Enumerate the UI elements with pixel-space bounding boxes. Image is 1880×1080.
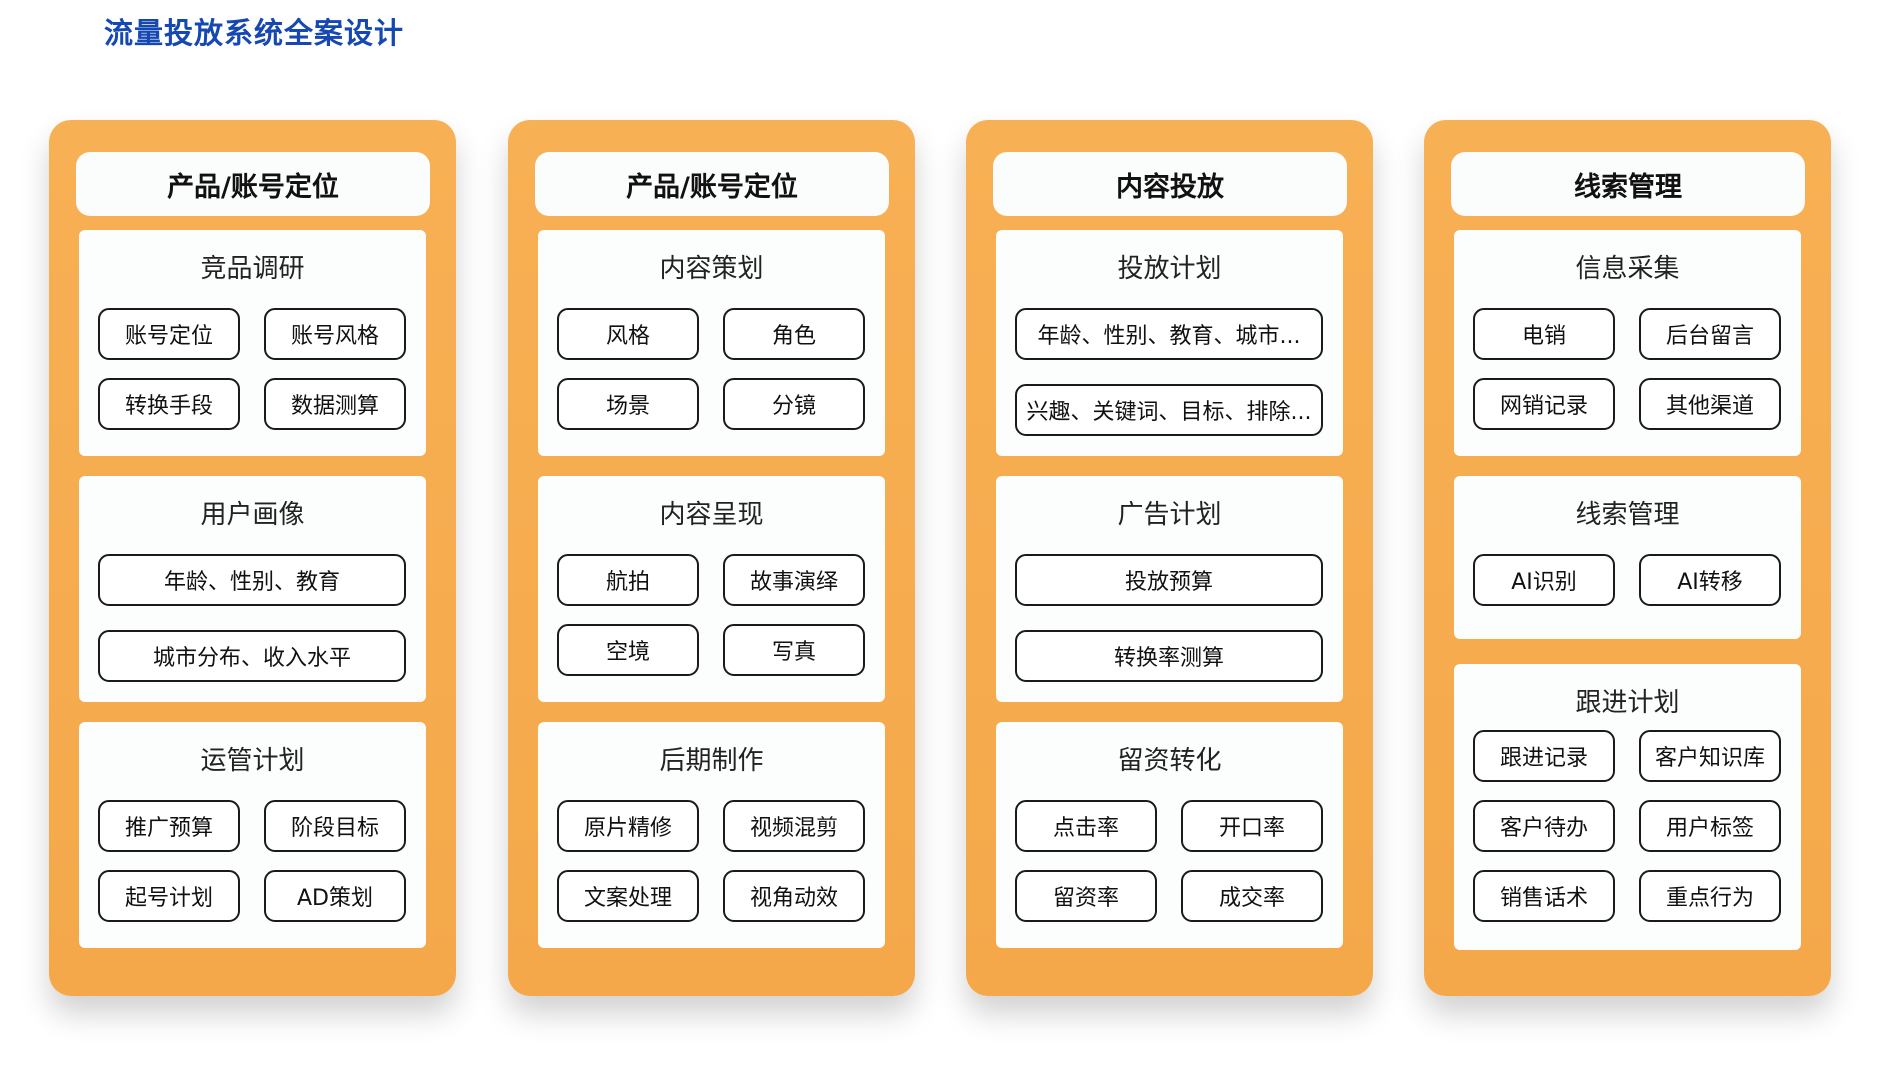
- page-title: 流量投放系统全案设计: [104, 16, 405, 50]
- item-grid: 年龄、性别、教育城市分布、收入水平: [98, 554, 407, 682]
- item-pill: 视频混剪: [723, 800, 865, 852]
- item-pill: 开口率: [1181, 800, 1323, 852]
- item-grid: 航拍故事演绎空境写真: [557, 554, 866, 676]
- item-pill: 客户知识库: [1639, 730, 1781, 782]
- column-header: 内容投放: [993, 152, 1347, 216]
- item-pill: 点击率: [1015, 800, 1157, 852]
- section-card: 内容呈现航拍故事演绎空境写真: [538, 476, 885, 702]
- section-title: 跟进计划: [1575, 688, 1680, 718]
- item-pill: 故事演绎: [723, 554, 865, 606]
- item-pill: 写真: [723, 624, 865, 676]
- item-pill: 后台留言: [1639, 308, 1781, 360]
- item-pill: 用户标签: [1639, 800, 1781, 852]
- section-title: 竞品调研: [200, 254, 305, 284]
- item-pill: 跟进记录: [1473, 730, 1615, 782]
- section-title: 运管计划: [200, 746, 305, 776]
- item-pill: 角色: [723, 308, 865, 360]
- section-card: 用户画像年龄、性别、教育城市分布、收入水平: [79, 476, 426, 702]
- section-title: 内容呈现: [659, 500, 764, 530]
- item-grid: 风格角色场景分镜: [557, 308, 866, 430]
- item-pill: 推广预算: [98, 800, 240, 852]
- item-pill: 原片精修: [557, 800, 699, 852]
- item-pill: 空境: [557, 624, 699, 676]
- item-pill: 留资率: [1015, 870, 1157, 922]
- item-grid: 点击率开口率留资率成交率: [1015, 800, 1324, 922]
- item-grid: 投放预算转换率测算: [1015, 554, 1324, 682]
- item-pill: 销售话术: [1473, 870, 1615, 922]
- column-header: 产品/账号定位: [535, 152, 889, 216]
- section-title: 线索管理: [1575, 500, 1680, 530]
- section-card: 运管计划推广预算阶段目标起号计划 AD策划: [79, 722, 426, 948]
- section-card: 后期制作原片精修视频混剪文案处理视角动效: [538, 722, 885, 948]
- item-pill: 成交率: [1181, 870, 1323, 922]
- section-card: 线索管理 AI识别 AI转移: [1454, 476, 1801, 639]
- column-header: 线索管理: [1451, 152, 1805, 216]
- item-pill: AI识别: [1473, 554, 1615, 606]
- item-pill: 账号定位: [98, 308, 240, 360]
- section-title: 内容策划: [659, 254, 764, 284]
- item-pill: 航拍: [557, 554, 699, 606]
- item-pill: 场景: [557, 378, 699, 430]
- item-grid: 电销后台留言网销记录其他渠道: [1473, 308, 1782, 430]
- item-pill: 年龄、性别、教育、城市...: [1015, 308, 1323, 360]
- item-pill: 转换手段: [98, 378, 240, 430]
- section-card: 内容策划风格角色场景分镜: [538, 230, 885, 456]
- section-title: 广告计划: [1117, 500, 1222, 530]
- item-pill: 转换率测算: [1015, 630, 1323, 682]
- item-grid: AI识别 AI转移: [1473, 554, 1782, 606]
- section-title: 后期制作: [659, 746, 764, 776]
- item-pill: AD策划: [264, 870, 406, 922]
- item-pill: 起号计划: [98, 870, 240, 922]
- item-pill: 年龄、性别、教育: [98, 554, 406, 606]
- item-pill: 阶段目标: [264, 800, 406, 852]
- item-pill: 账号风格: [264, 308, 406, 360]
- section-card: 广告计划投放预算转换率测算: [996, 476, 1343, 702]
- column-3: 内容投放投放计划年龄、性别、教育、城市... 兴趣、关键词、目标、排除... 广告计…: [966, 120, 1373, 996]
- section-title: 用户画像: [200, 500, 305, 530]
- section-card: 竞品调研账号定位账号风格转换手段数据测算: [79, 230, 426, 456]
- section-card: 信息采集电销后台留言网销记录其他渠道: [1454, 230, 1801, 456]
- item-grid: 跟进记录客户知识库客户待办用户标签销售话术重点行为: [1473, 730, 1782, 922]
- section-title: 留资转化: [1117, 746, 1222, 776]
- item-grid: 原片精修视频混剪文案处理视角动效: [557, 800, 866, 922]
- item-pill: 数据测算: [264, 378, 406, 430]
- item-pill: 网销记录: [1473, 378, 1615, 430]
- section-card: 跟进计划跟进记录客户知识库客户待办用户标签销售话术重点行为: [1454, 664, 1801, 950]
- item-pill: AI转移: [1639, 554, 1781, 606]
- item-grid: 推广预算阶段目标起号计划 AD策划: [98, 800, 407, 922]
- item-pill: 风格: [557, 308, 699, 360]
- item-grid: 年龄、性别、教育、城市... 兴趣、关键词、目标、排除...: [1015, 308, 1324, 436]
- item-pill: 分镜: [723, 378, 865, 430]
- item-pill: 其他渠道: [1639, 378, 1781, 430]
- column-1: 产品/账号定位竞品调研账号定位账号风格转换手段数据测算用户画像年龄、性别、教育城…: [49, 120, 456, 996]
- item-pill: 重点行为: [1639, 870, 1781, 922]
- item-grid: 账号定位账号风格转换手段数据测算: [98, 308, 407, 430]
- section-card: 投放计划年龄、性别、教育、城市... 兴趣、关键词、目标、排除...: [996, 230, 1343, 456]
- column-header: 产品/账号定位: [76, 152, 430, 216]
- item-pill: 电销: [1473, 308, 1615, 360]
- column-2: 产品/账号定位内容策划风格角色场景分镜内容呈现航拍故事演绎空境写真后期制作原片精…: [508, 120, 915, 996]
- item-pill: 兴趣、关键词、目标、排除...: [1015, 384, 1323, 436]
- section-title: 信息采集: [1575, 254, 1680, 284]
- item-pill: 文案处理: [557, 870, 699, 922]
- section-card: 留资转化点击率开口率留资率成交率: [996, 722, 1343, 948]
- item-pill: 视角动效: [723, 870, 865, 922]
- item-pill: 投放预算: [1015, 554, 1323, 606]
- section-title: 投放计划: [1117, 254, 1222, 284]
- item-pill: 客户待办: [1473, 800, 1615, 852]
- item-pill: 城市分布、收入水平: [98, 630, 406, 682]
